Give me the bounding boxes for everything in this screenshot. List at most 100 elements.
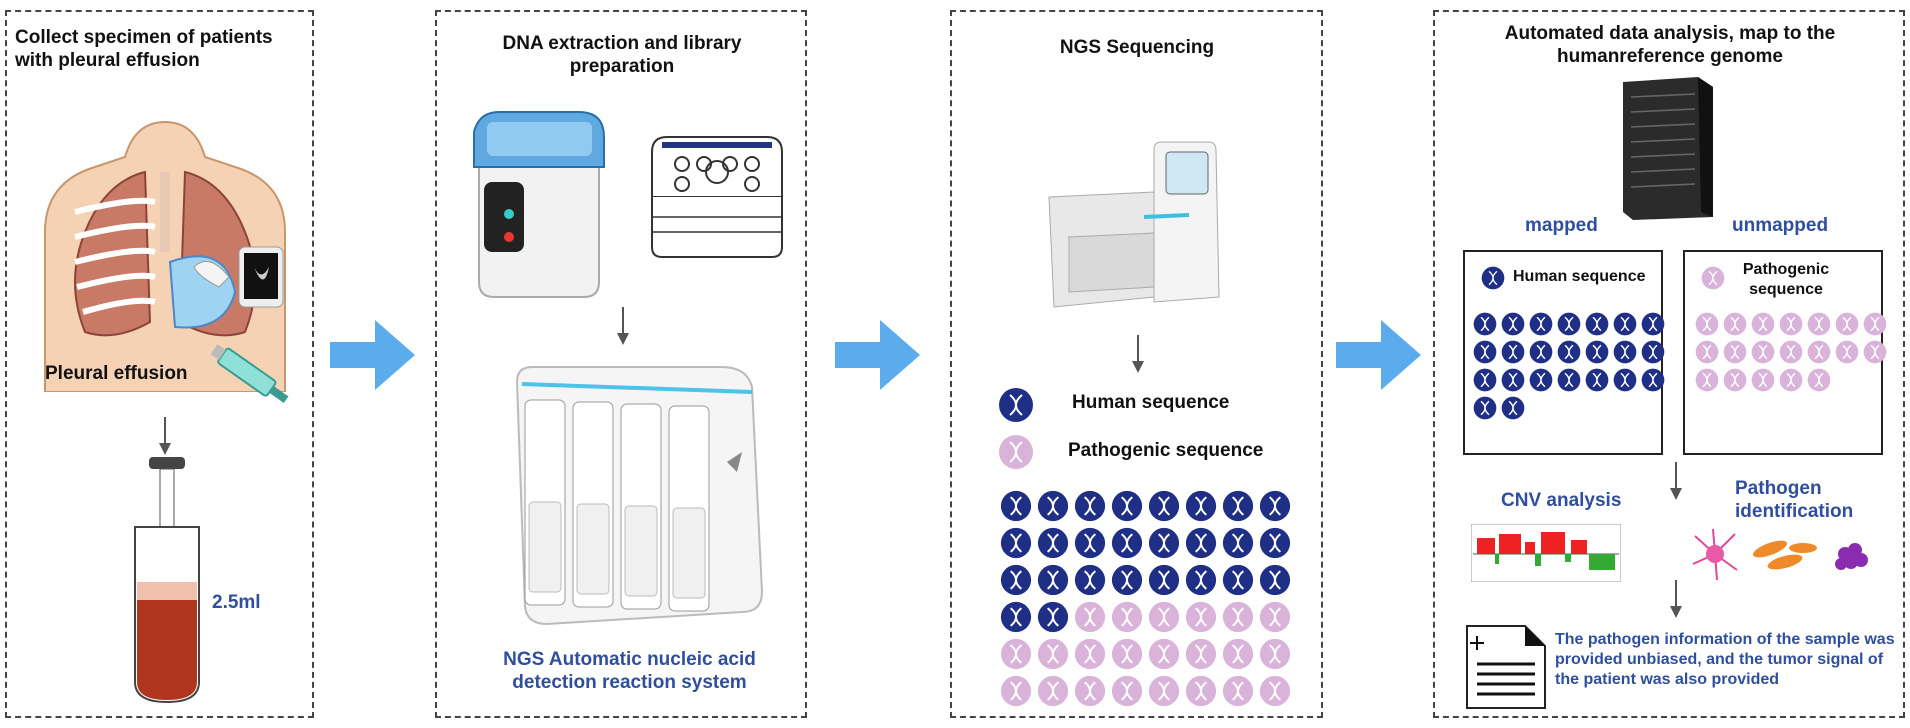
dna-icon (1529, 368, 1553, 392)
down-arrow-icon (617, 307, 629, 345)
dna-icon (1074, 564, 1106, 596)
dna-icon (1148, 601, 1180, 633)
dna-icon (1807, 368, 1831, 392)
panel-title: Automated data analysis, map to the huma… (1504, 23, 1836, 67)
dna-icon (1185, 601, 1217, 633)
flow-arrow-icon (1336, 320, 1421, 390)
dna-icon (1695, 340, 1719, 364)
dna-icon (1111, 675, 1143, 707)
dna-icon (1473, 340, 1497, 364)
ultrasound-icon (193, 246, 284, 308)
dna-icon (1529, 340, 1553, 364)
dna-icon (1185, 527, 1217, 559)
dna-icon (1751, 312, 1775, 336)
pathogen-box-label: Pathogenic sequence (1742, 261, 1830, 298)
dna-icon (1148, 490, 1180, 522)
dna-icon (1000, 675, 1032, 707)
dna-icon (1557, 368, 1581, 392)
dna-icon (1613, 340, 1637, 364)
dna-icon (1751, 340, 1775, 364)
lungs-illustration (44, 120, 286, 392)
dna-icon (1074, 675, 1106, 707)
dna-icon (1000, 527, 1032, 559)
panel-specimen: Collect specimen of patients with pleura… (5, 10, 314, 718)
dna-icon (1751, 368, 1775, 392)
dna-icon (1185, 564, 1217, 596)
dna-icon (1835, 312, 1859, 336)
dna-icon (1701, 266, 1725, 290)
dna-icon (1501, 368, 1525, 392)
dna-icon (999, 388, 1033, 422)
dna-icon (1723, 368, 1747, 392)
dna-icon (1501, 396, 1525, 420)
dna-icon (1779, 340, 1803, 364)
panel-title: NGS Sequencing (1059, 37, 1215, 58)
dna-icon (1037, 601, 1069, 633)
dna-icon (1222, 638, 1254, 670)
dna-icon (1148, 675, 1180, 707)
dna-icon (1259, 638, 1291, 670)
system-label: NGS Automatic nucleic acid detection rea… (503, 649, 756, 693)
dna-icon (1723, 312, 1747, 336)
dna-icon (1148, 527, 1180, 559)
dna-icon (1111, 638, 1143, 670)
dna-icon (1074, 601, 1106, 633)
dna-icon (1111, 564, 1143, 596)
dna-icon (1037, 564, 1069, 596)
human-sequence-box: Human sequence (1463, 250, 1665, 455)
dna-icon (1259, 601, 1291, 633)
dna-icon (1074, 527, 1106, 559)
dna-icon (1037, 638, 1069, 670)
pathogen-sequence-box: Pathogenic sequence (1683, 250, 1887, 455)
panel-analysis: Automated data analysis, map to the huma… (1433, 10, 1905, 718)
cnv-label: CNV analysis (1501, 490, 1622, 511)
dna-icon (1807, 340, 1831, 364)
panel-sequencing: NGS Sequencing Human sequence Pathogenic… (950, 10, 1323, 718)
dna-icon (999, 435, 1033, 469)
dna-icon (1222, 601, 1254, 633)
dna-icon (1779, 312, 1803, 336)
dna-icon (1111, 490, 1143, 522)
syringe-icon (210, 344, 289, 403)
volume-label: 2.5ml (212, 592, 261, 613)
dna-icon (1863, 340, 1887, 364)
panel-extraction: DNA extraction and library preparation (435, 10, 807, 718)
dna-icon (1185, 638, 1217, 670)
dna-icon (1148, 638, 1180, 670)
dna-icon (1481, 266, 1505, 290)
dna-icon (1185, 675, 1217, 707)
dna-icon (1529, 312, 1553, 336)
dna-icon (1259, 527, 1291, 559)
panel-title: DNA extraction and library preparation (502, 33, 742, 77)
dna-icon (1807, 312, 1831, 336)
dna-icon (1641, 312, 1665, 336)
dna-icon (1111, 601, 1143, 633)
flow-arrow-icon (835, 320, 920, 390)
dna-icon (1222, 527, 1254, 559)
mapped-label: mapped (1525, 215, 1598, 236)
flow-arrow-icon (330, 320, 415, 390)
dna-icon (1585, 312, 1609, 336)
down-arrow-icon (1670, 580, 1682, 618)
human-sequence-grid (1473, 312, 1665, 420)
dna-icon (1037, 490, 1069, 522)
dna-icon (1695, 312, 1719, 336)
dna-icon (1074, 490, 1106, 522)
tube-rack-icon (651, 136, 783, 258)
sequence-grid (1000, 490, 1291, 707)
dna-icon (1000, 601, 1032, 633)
dna-icon (1501, 312, 1525, 336)
dna-icon (1557, 340, 1581, 364)
unmapped-label: unmapped (1732, 215, 1829, 236)
dna-icon (1473, 396, 1497, 420)
dna-icon (1000, 490, 1032, 522)
dna-icon (1641, 340, 1665, 364)
dna-icon (1222, 564, 1254, 596)
legend-pathogen-label: Pathogenic sequence (1068, 440, 1264, 461)
pathogen-sequence-grid (1695, 312, 1887, 392)
server-icon (1623, 77, 1713, 220)
dna-icon (1695, 368, 1719, 392)
dna-icon (1613, 368, 1637, 392)
dna-icon (1557, 312, 1581, 336)
legend-human-label: Human sequence (1072, 392, 1230, 413)
